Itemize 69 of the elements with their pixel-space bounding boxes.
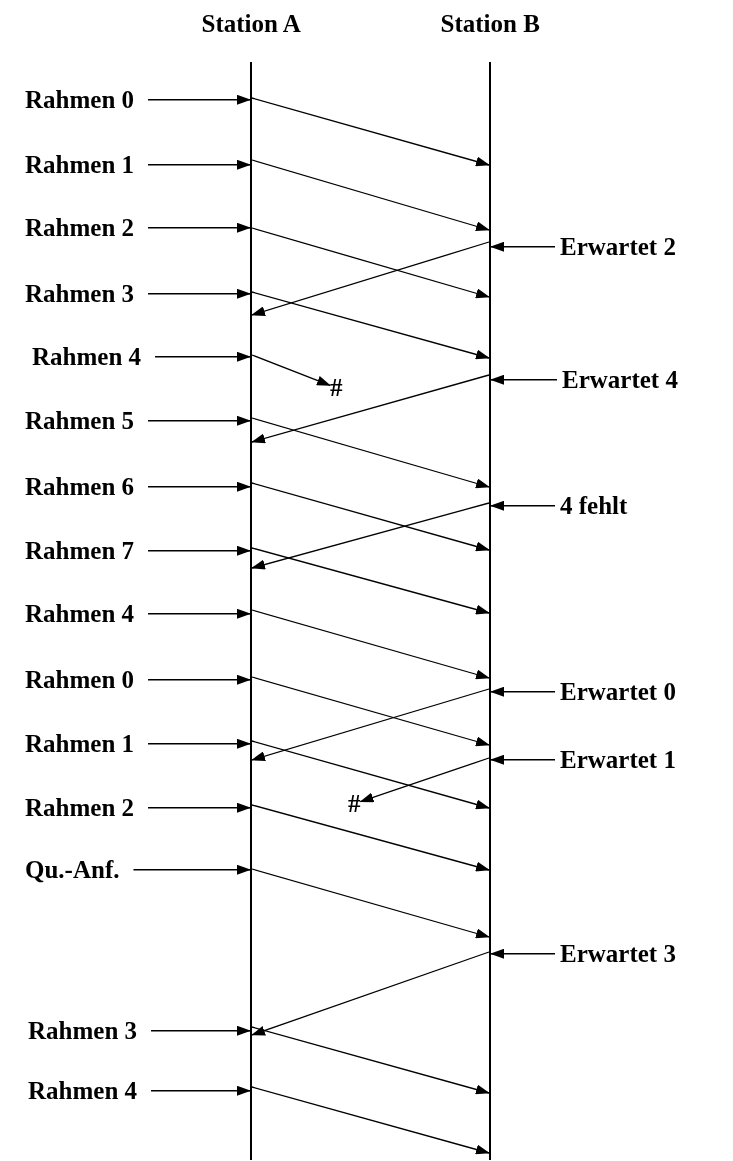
- arrow: [147, 222, 251, 233]
- frame-label: Rahmen 3: [25, 280, 135, 308]
- station-heading: Station B: [440, 10, 540, 38]
- arrow: [147, 94, 251, 105]
- arrow: [147, 288, 251, 299]
- lifeline: [489, 62, 491, 1160]
- arrow: [132, 864, 251, 875]
- frame-label: Rahmen 2: [25, 214, 135, 242]
- ack-label: Erwartet 0: [560, 678, 676, 706]
- arrow: [251, 676, 490, 747]
- arrow: [251, 1086, 490, 1155]
- arrow: [251, 291, 490, 360]
- arrow: [147, 415, 251, 426]
- arrow: [251, 482, 490, 552]
- arrow: [251, 502, 490, 570]
- arrow: [251, 740, 490, 810]
- frame-label: Rahmen 5: [25, 407, 135, 435]
- arrow: [251, 688, 490, 762]
- frame-label: Rahmen 7: [25, 537, 135, 565]
- frame-label: Rahmen 0: [25, 86, 135, 114]
- arrow: [147, 481, 251, 492]
- arrow: [150, 1025, 251, 1036]
- arrow: [147, 738, 251, 749]
- frame-label: Rahmen 4: [25, 600, 135, 628]
- arrow: [490, 241, 556, 252]
- arrow: [490, 374, 558, 385]
- frame-label: Rahmen 4: [32, 343, 142, 371]
- arrow: [490, 754, 556, 765]
- arrow: [147, 159, 251, 170]
- arrow: [251, 804, 490, 872]
- arrow: [359, 757, 490, 803]
- frame-label: Rahmen 6: [25, 473, 135, 501]
- arrow: [251, 609, 490, 680]
- ack-label: 4 fehlt: [560, 492, 628, 520]
- arrow: [147, 674, 251, 685]
- ack-label: Erwartet 2: [560, 233, 676, 261]
- arrow: [251, 159, 490, 232]
- arrow: [251, 1026, 490, 1095]
- frame-label: Rahmen 1: [25, 151, 135, 179]
- frame-label: Rahmen 3: [28, 1017, 138, 1045]
- frame-label: Rahmen 1: [25, 730, 135, 758]
- lost-frame-mark: #: [330, 374, 343, 402]
- lost-frame-mark: #: [348, 790, 361, 818]
- arrow: [251, 241, 490, 316]
- arrow: [251, 227, 490, 299]
- arrow: [251, 97, 490, 167]
- ack-label: Erwartet 3: [560, 940, 676, 968]
- frame-label: Rahmen 4: [28, 1077, 138, 1105]
- arrow: [147, 802, 251, 813]
- arrow: [150, 1085, 251, 1096]
- lifeline: [250, 62, 252, 1160]
- arrow: [147, 545, 251, 556]
- arrow: [251, 354, 331, 386]
- ack-label: Erwartet 4: [562, 366, 678, 394]
- frame-label: Qu.-Anf.: [25, 856, 120, 884]
- station-heading: Station A: [201, 10, 301, 38]
- arrow: [251, 951, 490, 1036]
- arrow: [147, 608, 251, 619]
- frame-label: Rahmen 0: [25, 666, 135, 694]
- frame-label: Rahmen 2: [25, 794, 135, 822]
- arrow: [251, 547, 490, 615]
- arrow: [490, 500, 556, 511]
- arrow: [251, 374, 490, 444]
- arrow: [154, 351, 251, 362]
- arrow: [490, 948, 556, 959]
- arrow: [251, 417, 490, 489]
- arrow: [251, 868, 490, 939]
- arrow: [490, 686, 556, 697]
- ack-label: Erwartet 1: [560, 746, 676, 774]
